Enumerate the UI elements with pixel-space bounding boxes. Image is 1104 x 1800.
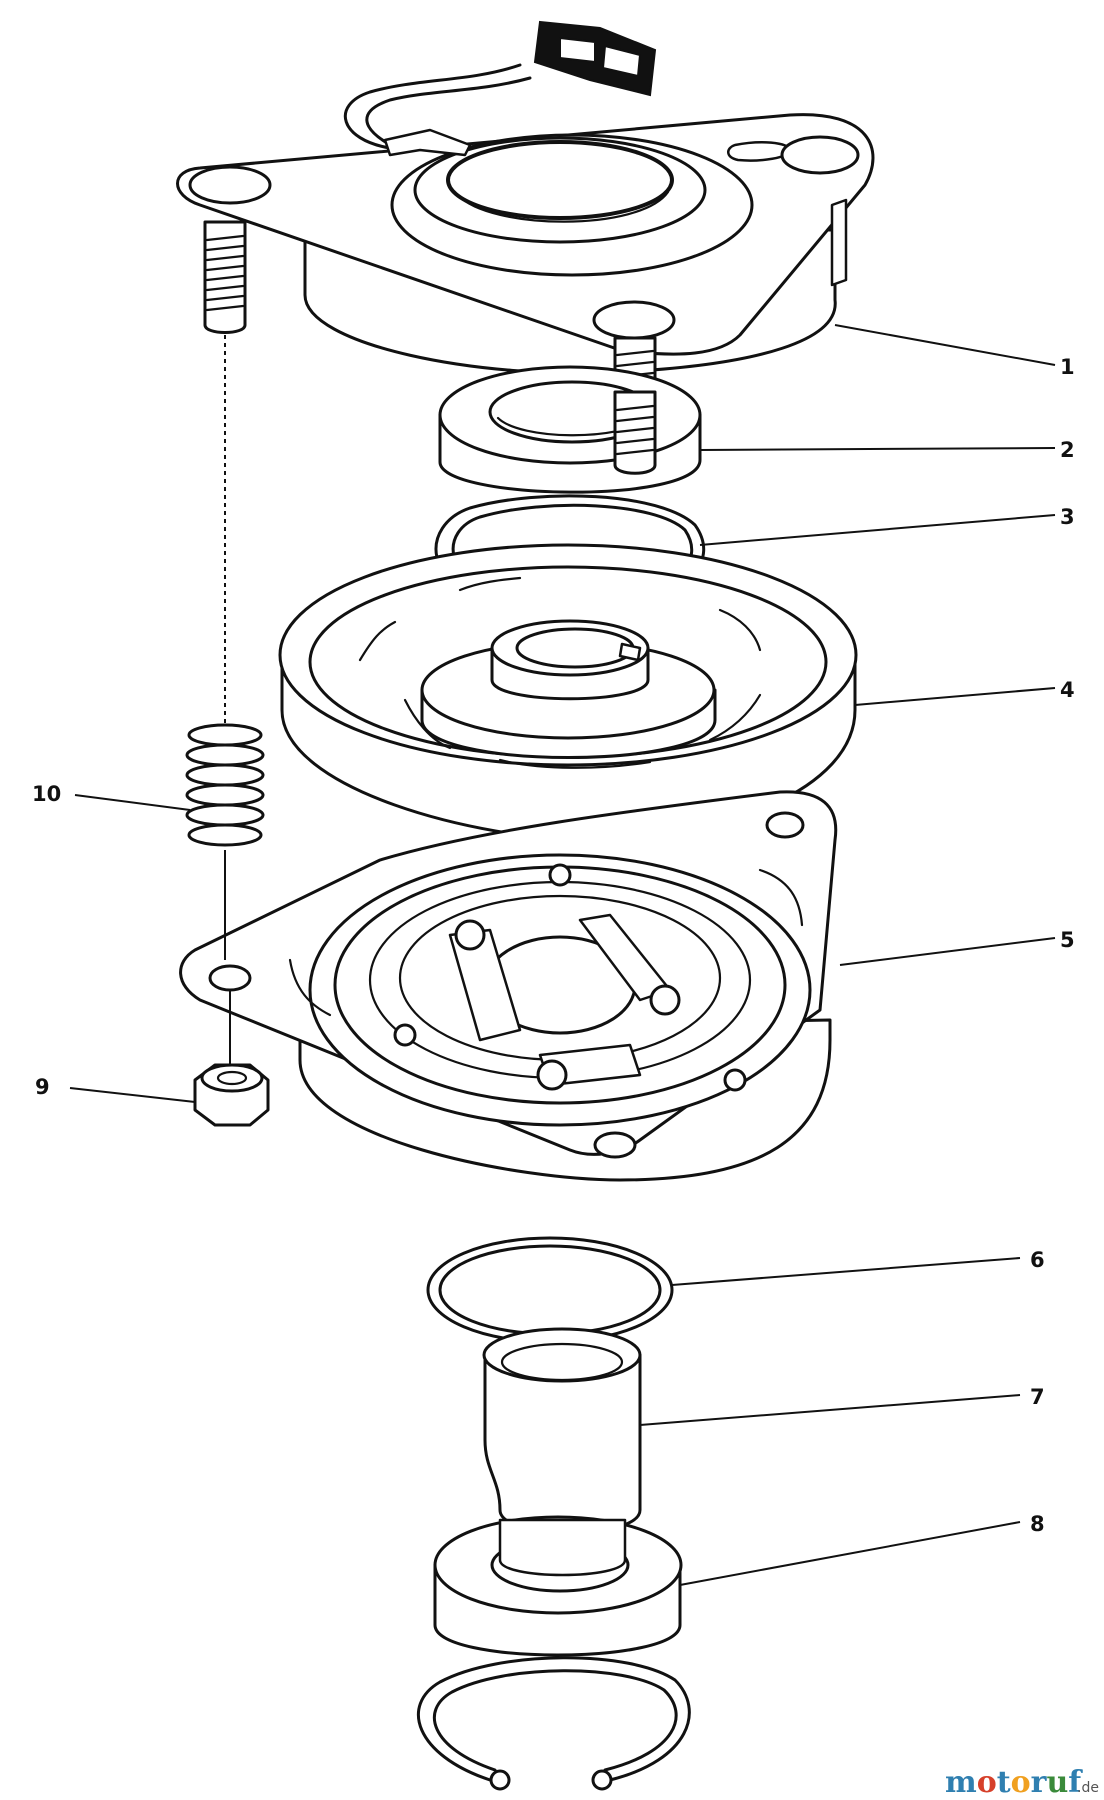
leader-4 (854, 687, 1056, 706)
leader-10 (74, 794, 191, 811)
part-4-rotor (278, 543, 858, 842)
callout-7: 7 (1030, 1385, 1045, 1409)
callout-5: 5 (1060, 928, 1075, 952)
leader-5 (839, 937, 1056, 966)
part-9-lock-nut (193, 990, 270, 1127)
leader-1 (834, 324, 1056, 366)
connector-plug (533, 20, 657, 97)
part-10-spring (185, 335, 265, 960)
callout-3: 3 (1060, 505, 1075, 529)
leader-8 (679, 1521, 1021, 1586)
callout-6: 6 (1030, 1248, 1045, 1272)
callout-labels: 1 2 3 4 5 6 7 8 9 10 (32, 355, 1075, 1536)
callout-8: 8 (1030, 1512, 1045, 1536)
part-6-o-ring (426, 1236, 674, 1344)
svg-text:.de: .de (1077, 1780, 1099, 1796)
leader-6 (671, 1257, 1021, 1286)
part-1-field-housing (176, 20, 875, 475)
part-5-brake-plate (179, 790, 838, 1182)
part-2-bearing (438, 365, 702, 494)
callout-4: 4 (1060, 678, 1075, 702)
leader-lines (69, 324, 1056, 1586)
part-7-sleeve (482, 1327, 642, 1534)
callout-9: 9 (35, 1075, 50, 1099)
callout-2: 2 (1060, 438, 1075, 462)
part-8-lower-bearing (433, 1515, 683, 1657)
wire-harness (343, 63, 522, 150)
leader-2 (699, 447, 1056, 451)
motoruf-logo: motoruf .de (945, 1765, 1099, 1800)
callout-10: 10 (32, 782, 61, 806)
leader-7 (639, 1394, 1021, 1426)
leader-9 (69, 1087, 196, 1103)
leader-3 (699, 514, 1056, 546)
snap-ring-bottom (416, 1656, 691, 1791)
callout-1: 1 (1060, 355, 1075, 379)
svg-text:motoruf: motoruf (945, 1765, 1083, 1800)
